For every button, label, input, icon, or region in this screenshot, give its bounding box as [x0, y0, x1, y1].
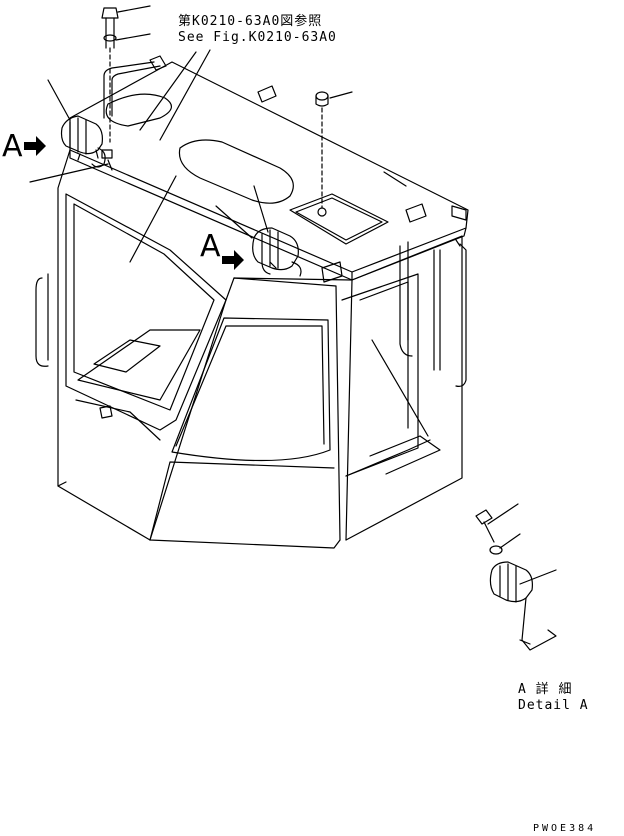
view-marker-left: A	[2, 129, 23, 164]
reference-note-jp: 第K0210-63A0図参照	[178, 14, 323, 29]
view-arrow-left	[24, 136, 46, 156]
work-lamp-center	[252, 227, 302, 277]
detail-title-en: Detail A	[518, 698, 589, 713]
bolt-top	[101, 7, 119, 49]
cab-roof	[69, 55, 469, 283]
detail-title-jp: A 詳 細	[518, 682, 573, 697]
reference-note-en: See Fig.K0210-63A0	[178, 30, 337, 45]
drawing-code: PWOE384	[533, 823, 597, 834]
cab-body	[35, 149, 467, 549]
leader-lines	[29, 5, 557, 585]
view-arrow-center	[222, 250, 244, 270]
work-lamp-left	[60, 115, 113, 171]
view-marker-center: A	[200, 229, 221, 264]
detail-a-assembly	[475, 509, 557, 651]
